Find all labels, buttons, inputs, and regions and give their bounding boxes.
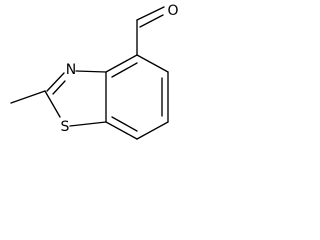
s1-c7a-bond [69,121,107,127]
c2-n3-double-bond-outer [46,72,65,92]
aromatic-inner-bond-c3a-c4 [111,62,138,78]
aldehyde-c-o-double-bond-outer [136,6,165,21]
sulfur-atom-label: S [61,119,70,135]
c6-c7-bond [136,121,169,140]
aldehyde-c-o-double-bond-inner [139,14,164,28]
c4-c5-bond [136,54,169,73]
nitrogen-atom-label: N [66,62,76,78]
methyl-bond [10,90,46,104]
molecule-structure-diagram: O N S [10,3,179,140]
n3-c3a-bond [75,70,107,73]
oxygen-atom-label: O [167,3,178,19]
aromatic-inner-bond-c7-c7a [111,116,138,132]
c3a-c4-bond [105,54,138,73]
c2-n3-double-bond-inner [52,80,66,95]
c7-c7a-bond [105,121,138,140]
c2-s1-bond [44,90,61,118]
